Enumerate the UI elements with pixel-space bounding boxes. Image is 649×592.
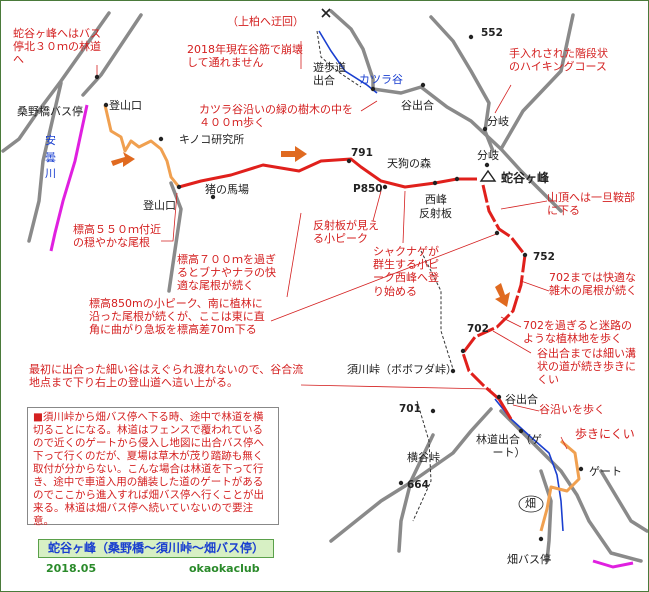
path-mid [420,250,454,370]
tanideai-label-2: 谷出合 [505,393,538,406]
path-south [412,400,432,522]
road-south-mid [397,433,435,553]
katsura-dani-label: カツラ谷 [359,73,403,86]
hiking-course-note: 手入れされた階段状のハイキングコース [509,47,608,74]
kamikutsuki-label: （上柏へ迂回） [227,15,304,28]
shakunage-note: シャクナゲが群生する小ピーク西峰へ登り始める [373,245,439,298]
kinoko-label: キノコ研究所 [179,133,245,146]
note-702b: 702を過ぎると迷路のような植林地を歩く [523,319,632,346]
junction-dots [94,34,584,542]
road-closed-note: 2018年現在谷筋で崩壊して通れません [187,43,303,70]
road-far-south-east [599,469,648,533]
kuwanohashi-bus-label: 桑野橋バス停 [17,105,83,118]
road-south-east [499,409,643,563]
road-south-mid-2 [539,469,553,563]
road-far-east [499,13,575,151]
map-title: 蛇谷ヶ峰（桑野橋～須川峠～畑バス停） [38,539,274,558]
tengu-label: 天狗の森 [387,157,431,170]
inonobaba-label: 猪の馬場 [205,183,249,196]
elev550-note: 標高５５０ｍ付近の穏やかな尾根 [73,223,161,250]
route-end [497,398,513,420]
road-east [371,85,563,213]
ado-river-label: 安曇川 [45,134,56,180]
road-north-east [429,15,495,153]
sukawa-label: 須川峠（ボボフダ峠） [347,363,457,376]
nishimine-label: 西峰 [425,193,447,206]
detour-south [539,439,581,532]
yokotani-label: 横谷峠 [407,451,440,464]
info-note-box: ■須川峠から畑バス停へ下る時、途中で林道を横切ることになる。林道はフェンスで覆わ… [27,407,279,527]
katsura-note: カツラ谷沿いの緑の樹木の中を４００ｍ歩く [199,103,353,130]
tanideai-label: 谷出合 [401,99,434,112]
tozanguchi-label-2: 登山口 [143,199,176,212]
road-lines [1,9,648,563]
pt-701-label: 701 [399,403,421,415]
hata-bus-label: 畑バス停 [507,553,551,566]
river-katsura [318,30,378,94]
path-north [316,30,362,88]
road-north [329,9,375,91]
bunki-label-2: 分岐 [477,149,499,162]
elev850-note: 標高850mの小ピーク、南に植林に沿った尾根が続くが、ここは東に直角に曲がり急坂… [89,297,265,337]
yuhodo-label: 遊歩道出合 [313,61,346,88]
detour-paths [103,104,581,532]
elev700-note: 標高７００ｍを過ぎるとブナやナラの快適な尾根が続く [177,253,276,293]
gate-label: ゲート [589,465,622,478]
road-west-2 [167,181,183,293]
top-left-note: 蛇谷ヶ峰へはバス停北３０ｍの林道へ [13,27,101,67]
road-north-west [1,11,111,153]
road-south-west [329,407,493,543]
bunki-label-1: 分岐 [487,115,509,128]
leader-lines [96,41,568,450]
road-west [27,81,63,243]
summit-triangle-icon [479,169,497,182]
river-ado [49,104,89,252]
rindo-deai-label: 林道出合（ゲート） [476,433,542,460]
hata-marker [518,495,544,513]
detour-west [103,104,181,188]
hata-label: 畑 [525,497,536,510]
arukinikui-label: 歩きにくい [575,427,635,441]
x-mark-icon [321,8,331,18]
pt-752-label: 752 [533,251,555,263]
direction-arrows [111,146,510,307]
pt-664-label: 664 [407,479,429,491]
stream-note: 最初に出合った細い谷はえぐられ渡れないので、谷合流地点まで下り右上の登山道へ這い… [29,363,304,390]
pt-702-label: 702 [467,323,489,335]
arrow-3 [495,283,510,307]
arrow-2 [281,146,307,162]
date-label: 2018.05 [46,562,97,575]
hanshaban-label: 反射板 [419,207,452,220]
dashed-paths [316,30,454,522]
p850-label: P850 [353,183,383,195]
main-rivers [49,104,634,569]
credit-label: okaokaclub [189,562,260,575]
sanchou-note: 山頂へは一旦鞍部に下る [547,191,635,218]
tanideai-note: 谷出合までは細い溝状の道が続き歩きにくい [537,347,636,387]
tozanguchi-label-1: 登山口 [109,99,142,112]
note-702a: 702までは快適な雑木の尾根が続く [549,271,637,298]
road-north-west-2 [81,13,143,97]
arrow-1 [111,152,135,167]
tanizoi-label: 谷沿いを歩く [539,403,605,416]
pt-791-label: 791 [351,147,373,159]
jajagamine-label: 蛇谷ヶ峰 [501,171,550,185]
peak-552-label: 552 [481,27,503,39]
route-south [461,184,527,401]
reflector-note: 反射板が見える小ピーク [313,219,379,246]
river-south-end [592,559,634,569]
